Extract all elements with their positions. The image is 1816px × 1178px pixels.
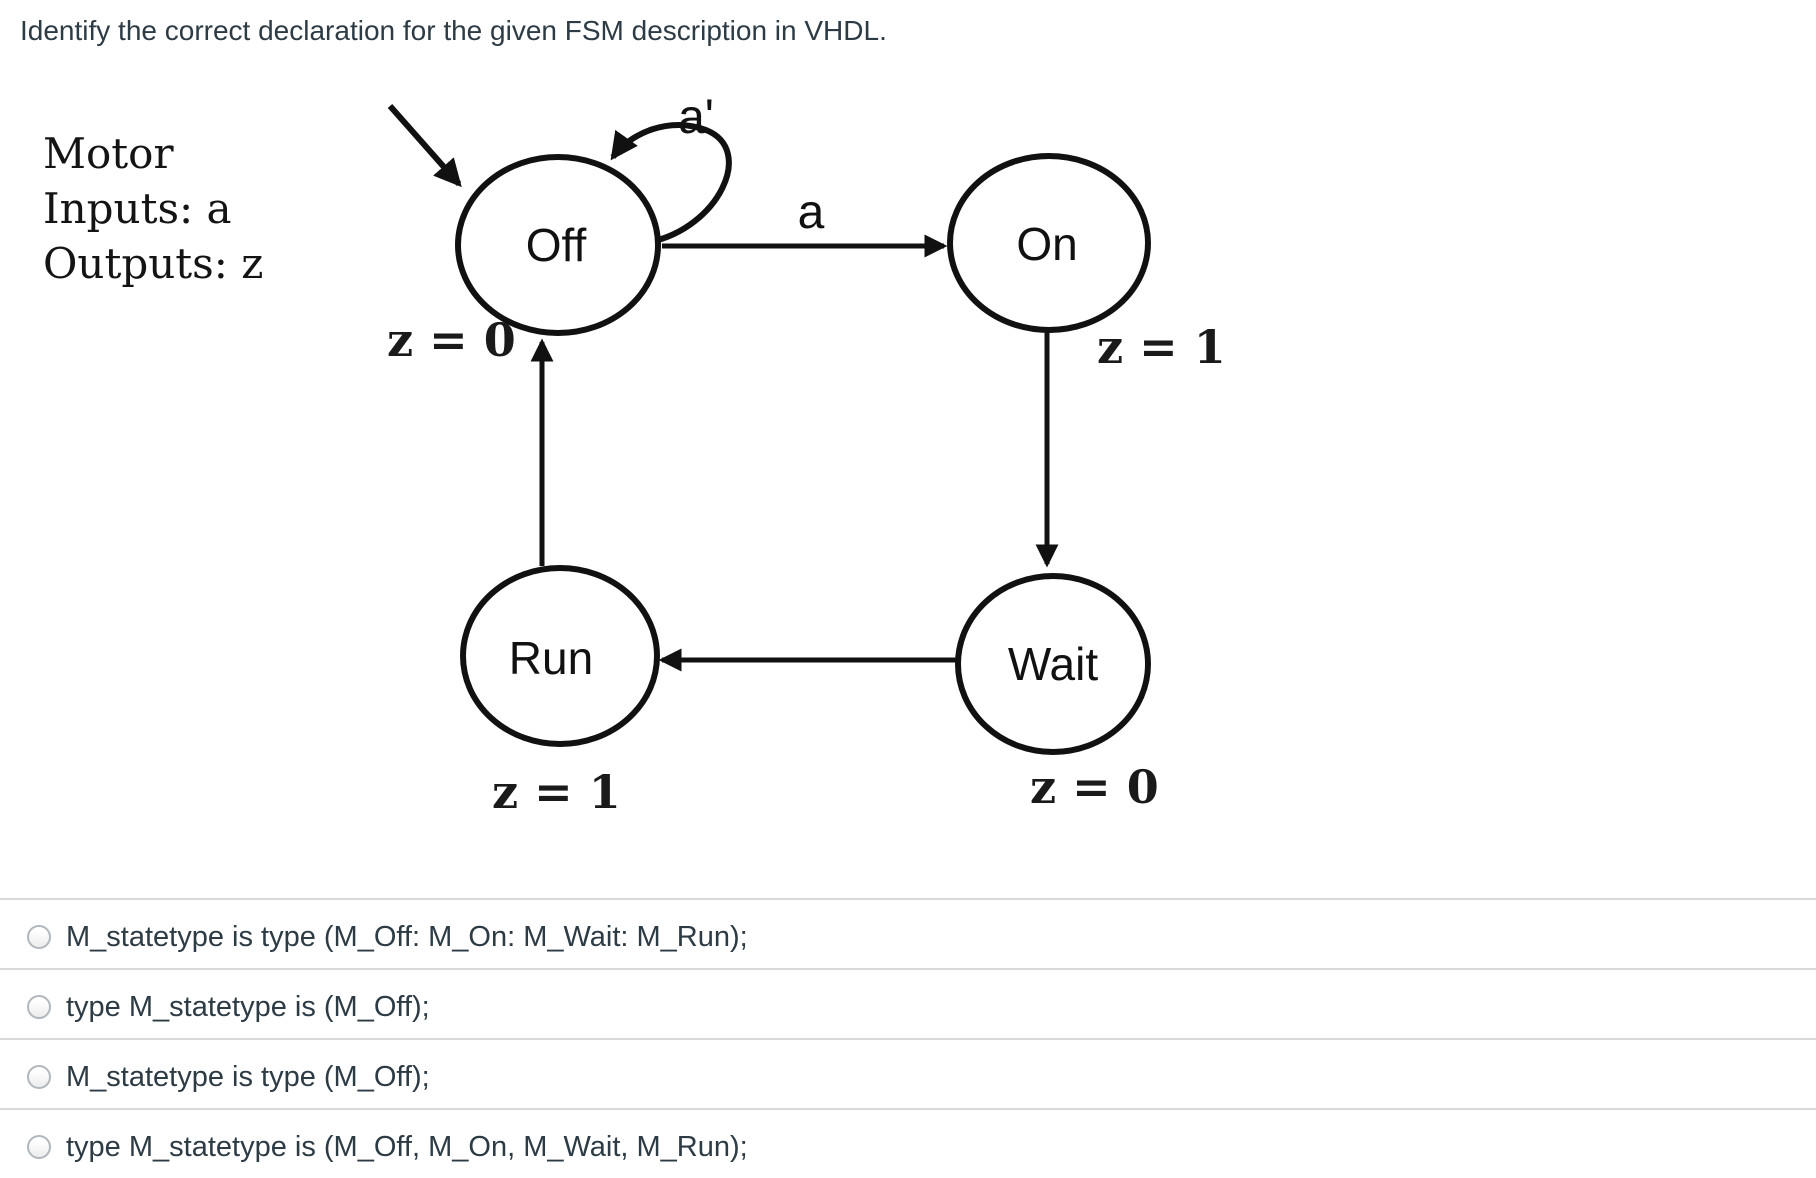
radio-button-option-2[interactable] [27,995,51,1019]
radio-button-option-4[interactable] [27,1135,51,1159]
state-label-run: Run [509,632,593,684]
state-label-on: On [1016,218,1077,270]
state-label-off: Off [526,219,587,271]
answer-option-2[interactable]: type M_statetype is (M_Off); [0,968,1816,1038]
state-circle-on [947,153,1151,333]
answer-option-3[interactable]: M_statetype is type (M_Off); [0,1038,1816,1108]
edge-label-a: a [798,186,825,239]
fsm-state-diagram: Off On Run Wait a' a z = 0 z = 1 z = 1 z… [387,91,1226,819]
answer-options: M_statetype is type (M_Off: M_On: M_Wait… [0,898,1816,1178]
edge-label-a-not: a' [678,91,714,144]
fsm-info-block: Motor Inputs: a Outputs: z [43,126,263,291]
answer-option-3-label[interactable]: M_statetype is type (M_Off); [66,1060,430,1093]
state-label-wait: Wait [1008,638,1099,690]
initial-state-arrow [387,104,462,188]
state-circle-off [455,154,661,336]
radio-button-option-3[interactable] [27,1065,51,1089]
radio-button-option-1[interactable] [27,925,51,949]
output-label-on: z = 1 [1097,320,1226,374]
answer-option-4-label[interactable]: type M_statetype is (M_Off, M_On, M_Wait… [66,1130,748,1163]
answer-option-1[interactable]: M_statetype is type (M_Off: M_On: M_Wait… [0,898,1816,968]
state-circle-wait [955,573,1151,755]
answer-option-4[interactable]: type M_statetype is (M_Off, M_On, M_Wait… [0,1108,1816,1178]
output-label-off: z = 0 [387,313,516,367]
fsm-outputs: Outputs: z [43,239,264,288]
output-label-wait: z = 0 [1030,760,1159,814]
output-label-run: z = 1 [492,765,621,819]
transition-off-self-loop [610,121,732,245]
fsm-inputs: Inputs: a [43,184,232,233]
answer-option-2-label[interactable]: type M_statetype is (M_Off); [66,990,430,1023]
question-title: Identify the correct declaration for the… [20,15,887,46]
state-circle-run [460,565,660,747]
answer-option-1-label[interactable]: M_statetype is type (M_Off: M_On: M_Wait… [66,920,748,953]
fsm-name: Motor [43,129,174,178]
